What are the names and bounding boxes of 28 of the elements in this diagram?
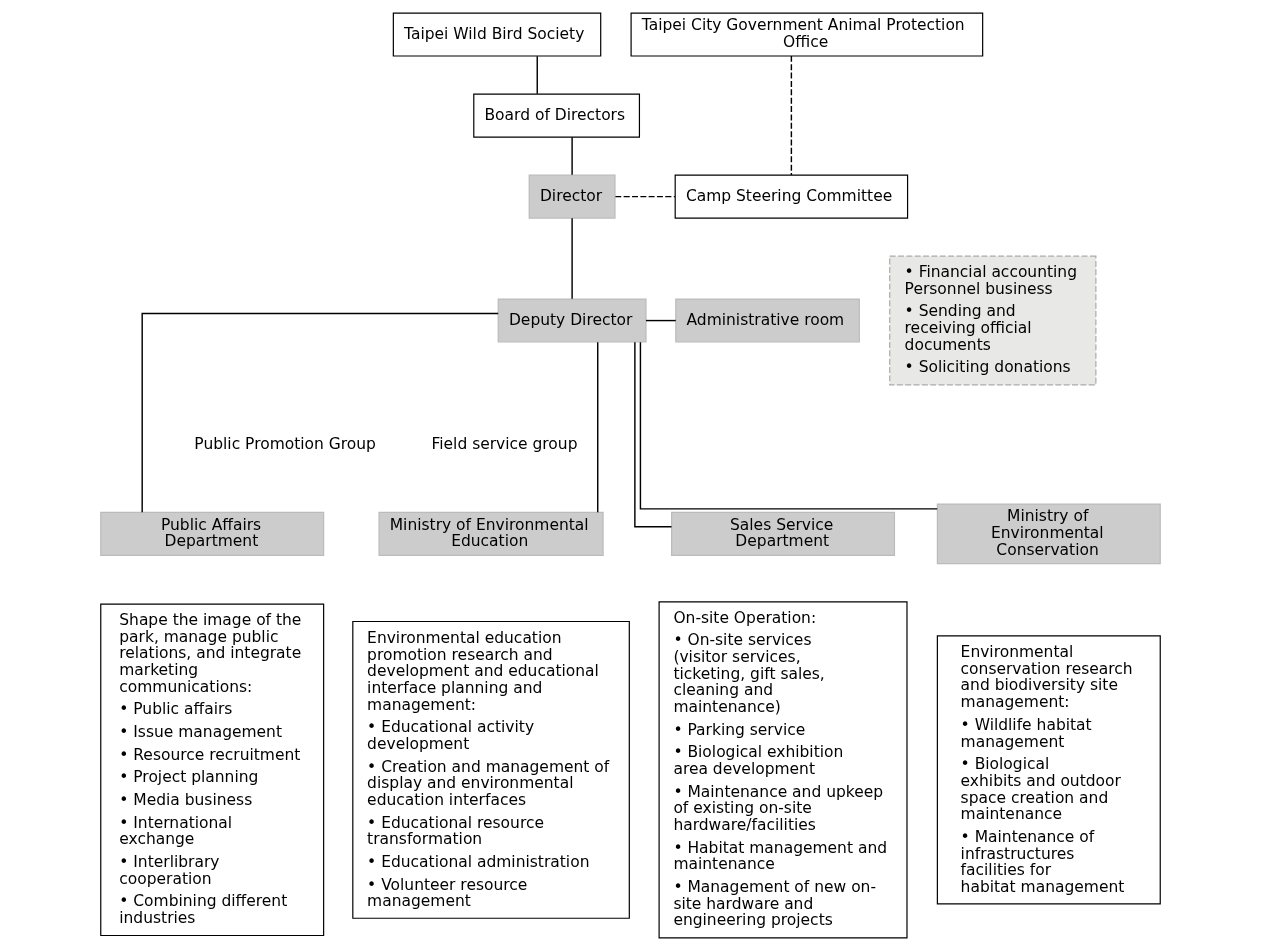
node-box: • Financial accounting Personnel business • Sending and receiving official documents • Soliciting donations bbox=[889, 255, 1097, 386]
connector bbox=[614, 195, 676, 198]
node-box: On-site Operation: • On-site services (visitor services, ticketing, gift sales, cleaning and maintenance) • Parking service • Biological exhibition area development • Maintenance and upkeep of existing on-site hardware/facilities • Habitat management and maintenance • Management of new on-site hardware and engineering projects bbox=[658, 601, 908, 939]
node-box: Camp Steering Committee bbox=[674, 174, 909, 219]
node-box: Director bbox=[528, 174, 616, 219]
node-box: Administrative room bbox=[675, 298, 860, 343]
node-box: Taipei City Government Animal Protection Office bbox=[630, 12, 984, 57]
node-box: Shape the image of the park, manage public relations, and integrate marketing communications: • Public affairs • Issue management • Resource recruitment • Project planning • Media business • International exchange • Interlibrary cooperation • Combining different industries bbox=[100, 603, 325, 937]
node-box: Environmental conservation research and biodiversity site management: • Wildlife habitat management • Biological exhibits and outdoor space creation and maintenance • Maintenance of infrastructures facilities for habitat management bbox=[936, 635, 1161, 905]
connector bbox=[645, 319, 677, 322]
node-box: Ministry of Environmental Conservation bbox=[936, 503, 1161, 565]
node-box: Public Affairs Department bbox=[100, 511, 325, 556]
node-box: Environmental education promotion research and development and educational interface planning and management: • Educational activity development • Creation and management of display and environmental education interfaces • Educational resource transformation • Educational administration • Volunteer resource management bbox=[352, 620, 630, 919]
connector bbox=[536, 55, 538, 95]
connector bbox=[639, 341, 938, 510]
node-box: Ministry of Environmental Education bbox=[378, 511, 604, 556]
connector bbox=[141, 312, 499, 514]
node-box: Sales Service Department bbox=[671, 511, 896, 556]
connector bbox=[597, 341, 599, 513]
connector bbox=[571, 136, 573, 176]
connector bbox=[790, 55, 793, 176]
node-box: Taipei Wild Bird Society bbox=[392, 12, 602, 57]
connector bbox=[571, 217, 573, 300]
label: Field service group bbox=[431, 434, 578, 453]
connector bbox=[634, 341, 673, 528]
node-box: Deputy Director bbox=[497, 298, 647, 343]
label: Public Promotion Group bbox=[194, 434, 376, 453]
node-box: Board of Directors bbox=[473, 93, 641, 138]
